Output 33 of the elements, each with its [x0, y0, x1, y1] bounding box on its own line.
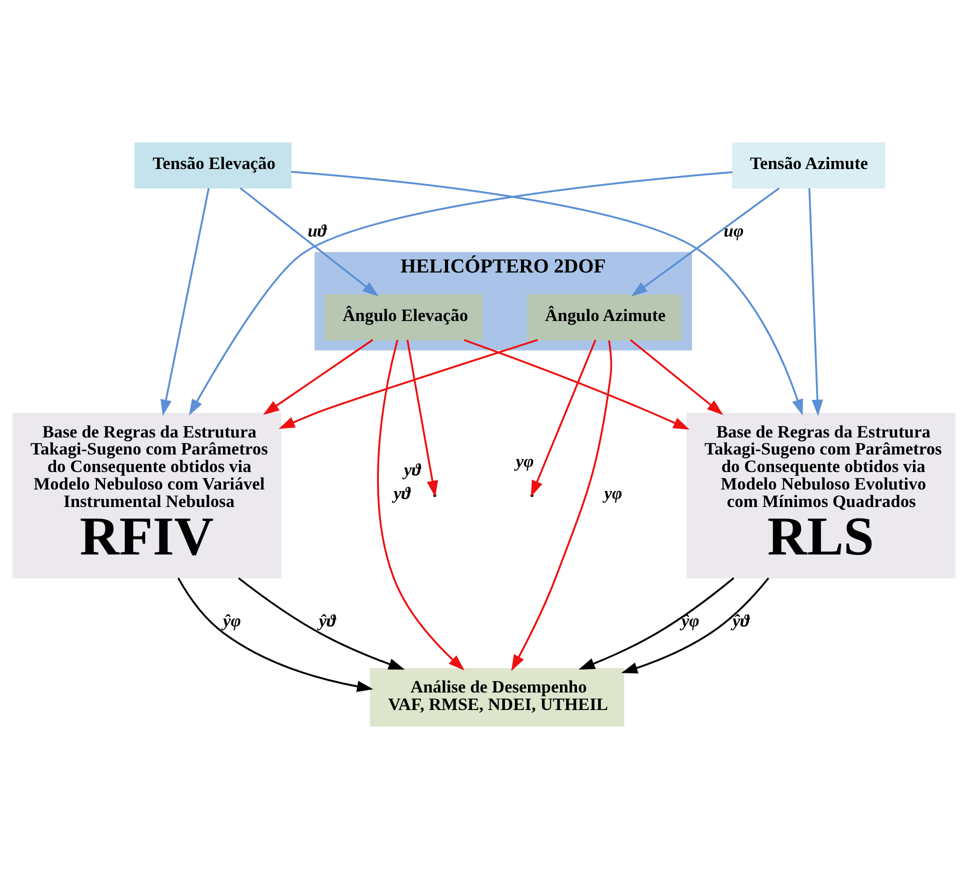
arrow: [464, 339, 690, 430]
node-box: Tensão Azimute: [732, 142, 886, 188]
edge-label: ŷϑ: [732, 610, 750, 631]
edge-label: yϑ: [394, 482, 411, 503]
arrow: [240, 187, 379, 297]
arrow: [630, 339, 724, 416]
edge-label: uφ: [724, 220, 744, 241]
edge-label: yϑ: [404, 460, 421, 480]
arrow: [263, 339, 374, 415]
node-box: Ângulo Azimute: [526, 294, 682, 340]
node-box: Base de Regras da Estrutura Takagi-Sugeno com Parâmetros do Consequente obtidos via Modelo Nebuloso Evolutivo com Mínimos Quadrados RLS: [686, 412, 956, 578]
arrow: [291, 170, 803, 416]
node-box: Análise de Desempenho VAF, RMSE, NDEI, UTHEIL: [370, 668, 624, 727]
arrow: [160, 188, 210, 416]
arrow: [621, 577, 770, 674]
arrow: [377, 340, 465, 671]
arrow: [238, 577, 405, 670]
arrow: [578, 577, 734, 670]
edge-label: ŷφ: [223, 610, 241, 631]
edge-label: ŷφ: [681, 610, 700, 631]
edge-label: ŷϑ: [318, 610, 336, 631]
edge-label: uϑ: [308, 220, 327, 241]
edge-label: yφ: [604, 482, 622, 503]
arrow: [278, 339, 538, 429]
arrow: [631, 187, 780, 296]
node-box: Base de Regras da Estrutura Takagi-Sugeno com Parâmetros do Consequente obtidos via Modelo Nebuloso com Variável Instrumental Nebulosa RFIV: [12, 412, 282, 578]
arrow: [177, 578, 374, 692]
arrow: [189, 171, 733, 416]
arrow: [511, 340, 612, 672]
node-box: Ângulo Elevação: [324, 294, 483, 340]
arrow: [808, 188, 824, 416]
edge-label: yφ: [516, 451, 534, 472]
node-box: Tensão Elevação: [134, 142, 292, 188]
